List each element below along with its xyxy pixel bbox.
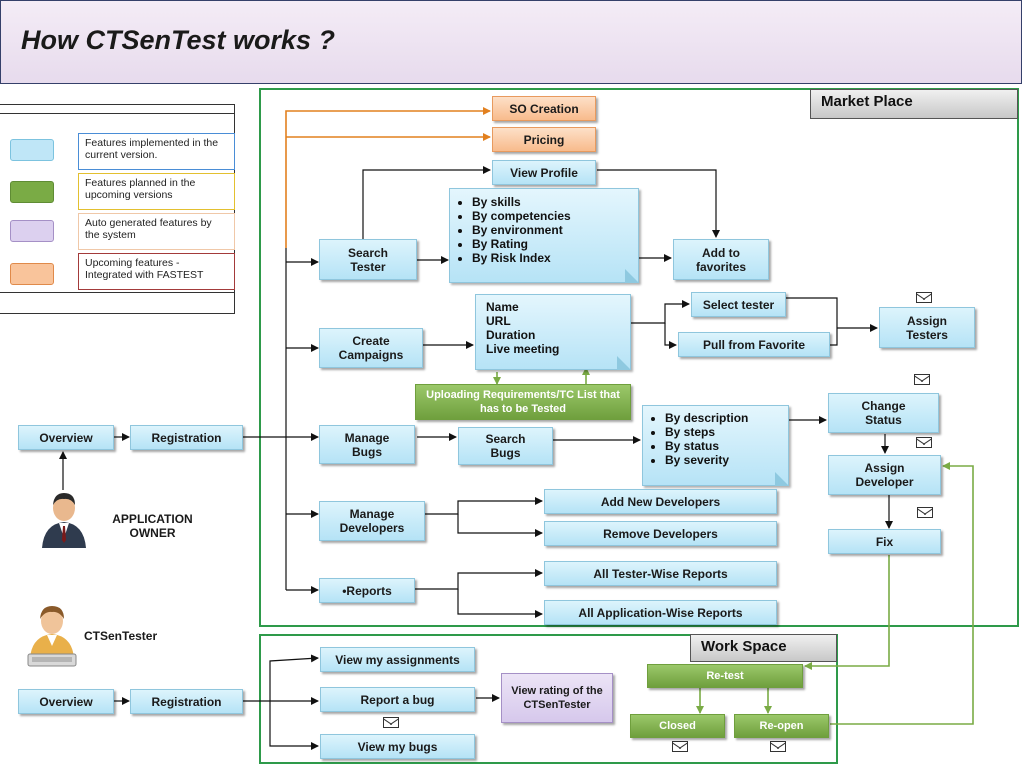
retest-box[interactable]: Re-test — [647, 664, 803, 688]
legend-text-auto: Auto generated features by the system — [78, 213, 235, 250]
tester-registration-box[interactable]: Registration — [130, 689, 243, 714]
remove-developers-box[interactable]: Remove Developers — [544, 521, 777, 546]
bug-criteria-status: By status — [665, 439, 788, 453]
tester-wise-reports-box[interactable]: All Tester-Wise Reports — [544, 561, 777, 586]
campaign-field-url: URL — [486, 314, 511, 328]
bug-criteria-note: By description By steps By status By sev… — [642, 405, 789, 486]
manage-bugs-box[interactable]: Manage Bugs — [319, 425, 415, 464]
assign-developer-box[interactable]: Assign Developer — [828, 455, 941, 495]
pricing-box[interactable]: Pricing — [492, 127, 596, 152]
campaign-field-live-meeting: Live meeting — [486, 342, 560, 356]
closed-box[interactable]: Closed — [630, 714, 725, 738]
email-icon — [917, 507, 933, 518]
bug-criteria-description: By description — [665, 411, 788, 425]
change-status-box[interactable]: Change Status — [828, 393, 939, 433]
search-bugs-box[interactable]: Search Bugs — [458, 427, 553, 465]
owner-registration-box[interactable]: Registration — [130, 425, 243, 450]
email-icon — [672, 741, 688, 752]
legend-text-planned: Features planned in the upcoming version… — [78, 173, 235, 210]
add-to-favorites-box[interactable]: Add to favorites — [673, 239, 769, 280]
search-criteria-note: By skills By competencies By environment… — [449, 188, 639, 283]
tester-overview-box[interactable]: Overview — [18, 689, 114, 714]
campaign-field-name: Name — [486, 300, 519, 314]
market-place-label: Market Place — [810, 89, 1018, 119]
view-rating-box[interactable]: View rating of the CTSenTester — [501, 673, 613, 723]
criteria-competencies: By competencies — [472, 209, 638, 223]
bug-criteria-steps: By steps — [665, 425, 788, 439]
email-icon — [770, 741, 786, 752]
legend-inner-frame — [0, 113, 235, 293]
title-bar: How CTSenTest works ? — [0, 0, 1022, 84]
work-space-frame — [259, 634, 838, 764]
view-my-assignments-box[interactable]: View my assignments — [320, 647, 475, 672]
market-place-frame — [259, 88, 1019, 627]
campaign-fields-note: Name URL Duration Live meeting — [475, 294, 631, 370]
email-icon — [383, 717, 399, 728]
legend-swatch-green — [10, 181, 54, 203]
work-space-label: Work Space — [690, 634, 837, 662]
reports-box[interactable]: •Reports — [319, 578, 415, 603]
manage-developers-box[interactable]: Manage Developers — [319, 501, 425, 541]
note-fold — [775, 472, 789, 486]
assign-testers-box[interactable]: Assign Testers — [879, 307, 975, 348]
page-title: How CTSenTest works ? — [21, 25, 336, 55]
criteria-risk-index: By Risk Index — [472, 251, 638, 265]
application-owner-label: APPLICATION OWNER — [112, 512, 193, 540]
uploading-requirements-box[interactable]: Uploading Requirements/TC List that has … — [415, 384, 631, 420]
legend-text-upcoming: Upcoming features - Integrated with FAST… — [78, 253, 235, 290]
application-wise-reports-box[interactable]: All Application-Wise Reports — [544, 600, 777, 625]
add-new-developers-box[interactable]: Add New Developers — [544, 489, 777, 514]
search-tester-box[interactable]: Search Tester — [319, 239, 417, 280]
bug-criteria-severity: By severity — [665, 453, 788, 467]
so-creation-box[interactable]: SO Creation — [492, 96, 596, 121]
legend-text-implemented: Features implemented in the current vers… — [78, 133, 235, 170]
report-a-bug-box[interactable]: Report a bug — [320, 687, 475, 712]
email-icon — [916, 437, 932, 448]
fix-box[interactable]: Fix — [828, 529, 941, 554]
criteria-rating: By Rating — [472, 237, 638, 251]
legend-swatch-orange — [10, 263, 54, 285]
email-icon — [914, 374, 930, 385]
select-tester-box[interactable]: Select tester — [691, 292, 786, 317]
reopen-box[interactable]: Re-open — [734, 714, 829, 738]
application-owner-icon — [42, 493, 86, 548]
ctsentester-label: CTSenTester — [84, 629, 158, 643]
note-fold — [625, 269, 639, 283]
ctsentester-icon — [27, 606, 77, 667]
view-my-bugs-box[interactable]: View my bugs — [320, 734, 475, 759]
legend-swatch-blue — [10, 139, 54, 161]
legend-swatch-purple — [10, 220, 54, 242]
create-campaigns-box[interactable]: Create Campaigns — [319, 328, 423, 368]
email-icon — [916, 292, 932, 303]
criteria-environment: By environment — [472, 223, 638, 237]
criteria-skills: By skills — [472, 195, 638, 209]
view-profile-box[interactable]: View Profile — [492, 160, 596, 185]
note-fold — [617, 356, 631, 370]
owner-overview-box[interactable]: Overview — [18, 425, 114, 450]
pull-from-favorite-box[interactable]: Pull from Favorite — [678, 332, 830, 357]
campaign-field-duration: Duration — [486, 328, 536, 342]
